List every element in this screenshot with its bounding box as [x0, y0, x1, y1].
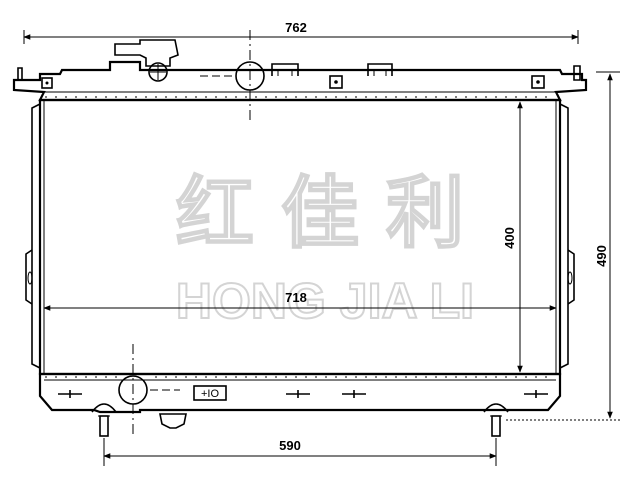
dim-core-height: 400: [502, 101, 523, 373]
top-plug-square-3: [41, 77, 53, 89]
dim-overall-width: 762: [23, 20, 579, 44]
top-tank: [12, 39, 588, 102]
right-mount-post: [483, 403, 509, 437]
dim-core-width-label: 718: [285, 290, 307, 305]
drain-plug-box: [193, 385, 227, 401]
filler-cap: [114, 39, 179, 82]
watermark-english: HONG JIA LI: [176, 273, 474, 329]
left-mount-post: [91, 403, 117, 437]
bottom-clip: [159, 413, 187, 429]
dim-overall-width-label: 762: [285, 20, 307, 35]
bottom-tank: +IO: [38, 372, 562, 437]
dim-core-width: 718: [43, 290, 557, 311]
drain-plug-label: +IO: [201, 388, 219, 400]
top-plug-square-2: [531, 75, 545, 89]
top-bracket-2: [367, 63, 393, 76]
top-plug-square-1: [329, 75, 343, 89]
watermark-chinese: 红 佳 利: [176, 169, 464, 259]
dim-overall-height: 490: [506, 71, 620, 421]
dim-mount-spacing: 590: [103, 438, 497, 466]
dim-core-height-label: 400: [502, 227, 517, 249]
dim-overall-height-label: 490: [594, 245, 609, 267]
dim-mount-spacing-label: 590: [279, 438, 301, 453]
top-bracket-1: [271, 63, 299, 76]
